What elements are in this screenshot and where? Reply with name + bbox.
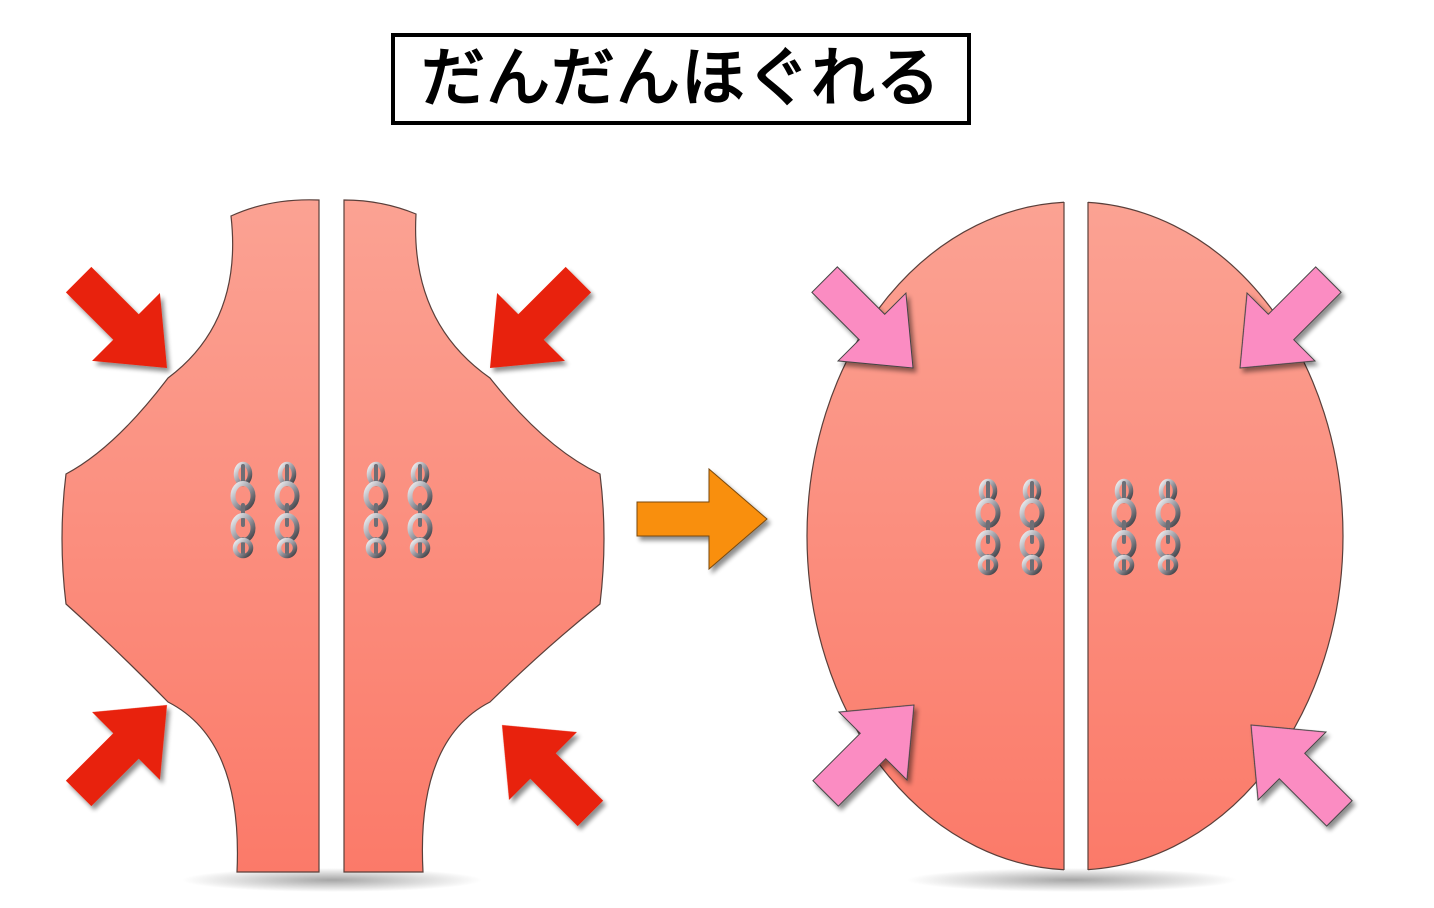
arrow-icon	[636, 467, 768, 571]
loosened-shape	[806, 201, 1344, 871]
right-floor-shadow	[907, 868, 1237, 892]
page-title: だんだんほぐれる	[421, 42, 941, 116]
compressed-shape	[61, 199, 605, 873]
loosened-shape-right-half	[1088, 201, 1344, 871]
arrow-icon	[468, 691, 625, 848]
title-box: だんだんほぐれる	[391, 33, 971, 125]
left-floor-shadow	[182, 868, 482, 892]
compressed-shape-right-half	[343, 199, 605, 873]
loosened-shape-left-half	[806, 201, 1064, 871]
compressed-shape-left-half	[61, 199, 320, 873]
